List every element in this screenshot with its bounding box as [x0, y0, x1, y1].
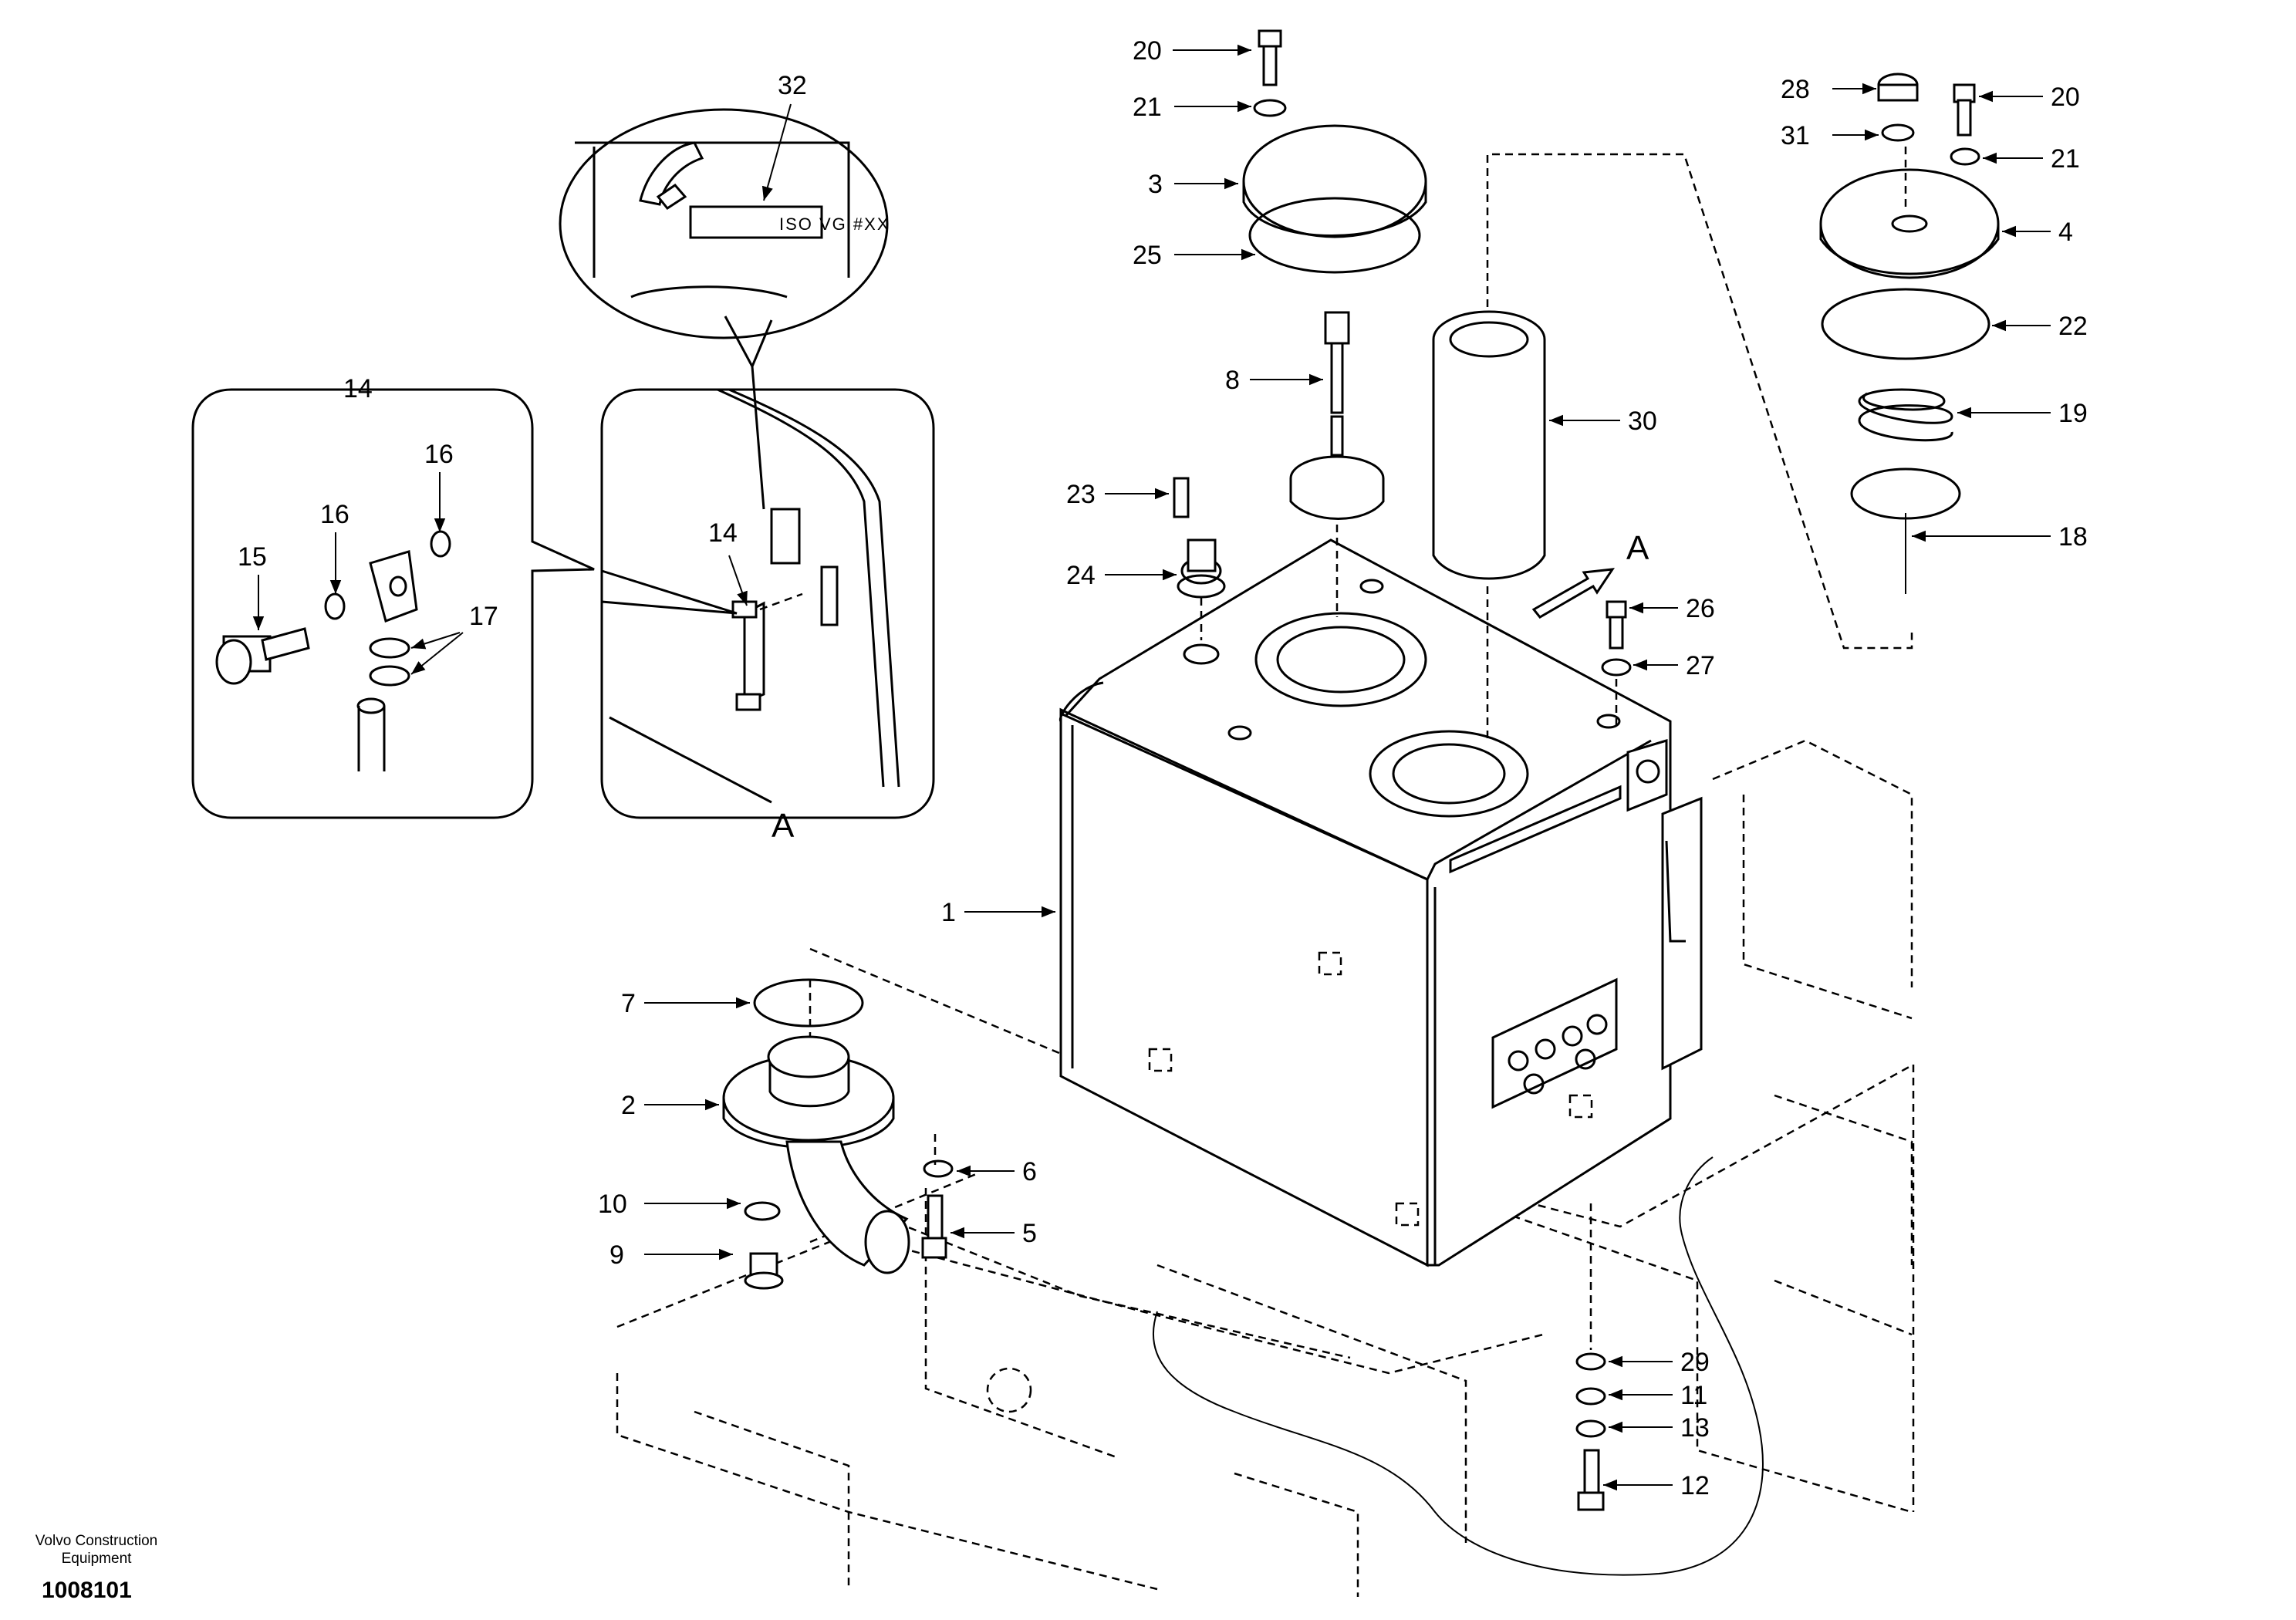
suction-flange-assembly	[722, 978, 954, 1290]
label-part-27: 27	[1686, 651, 1715, 680]
detail-a-box	[600, 388, 935, 819]
part-number-labels: 20 21 3 25 8 30 23 24 26 27 28 31 20 21 …	[238, 36, 2088, 1500]
label-part-10: 10	[598, 1190, 627, 1219]
label-part-22: 22	[2058, 312, 2088, 341]
label-part-8: 8	[1225, 366, 1240, 395]
label-part-23: 23	[1066, 480, 1096, 509]
label-part-26: 26	[1686, 594, 1715, 623]
label-part-25: 25	[1133, 241, 1162, 270]
label-part-2: 2	[621, 1091, 636, 1120]
drawing-number: 1008101	[42, 1578, 132, 1603]
label-part-12: 12	[1680, 1471, 1710, 1500]
hydraulic-tank	[1059, 538, 1703, 1267]
mounting-bolts	[1575, 1203, 1606, 1511]
decal-text: ISO VG #XX	[779, 214, 890, 234]
label-part-15: 15	[238, 542, 267, 572]
view-a-label: A	[772, 807, 795, 845]
view-a-direction-label: A	[1626, 529, 1649, 567]
label-part-5: 5	[1022, 1219, 1037, 1248]
breather-assembly	[1819, 73, 2000, 594]
detail-14-box	[191, 388, 595, 819]
fittings	[1173, 477, 1632, 725]
view-a-arrow	[1531, 568, 1616, 619]
label-part-24: 24	[1066, 561, 1096, 590]
label-part-31: 31	[1781, 121, 1810, 150]
label-part-3: 3	[1148, 170, 1163, 199]
company-line-2: Equipment	[61, 1551, 132, 1567]
label-part-16-b: 16	[424, 440, 454, 469]
leader-lines	[252, 44, 2051, 1491]
label-part-20-right: 20	[2051, 83, 2080, 112]
label-part-6: 6	[1022, 1157, 1037, 1186]
label-part-17: 17	[469, 602, 498, 631]
label-part-14-box: 14	[343, 374, 373, 403]
label-part-1: 1	[941, 898, 956, 927]
label-part-21: 21	[1133, 93, 1162, 122]
label-part-13: 13	[1680, 1413, 1710, 1443]
label-part-20: 20	[1133, 36, 1162, 66]
label-part-32: 32	[778, 71, 807, 100]
label-part-9: 9	[609, 1240, 624, 1270]
label-part-19: 19	[2058, 399, 2088, 428]
label-part-18: 18	[2058, 522, 2088, 552]
label-part-7: 7	[621, 989, 636, 1018]
label-part-14-detail: 14	[708, 518, 738, 548]
company-name: Volvo Construction Equipment	[0, 1532, 193, 1568]
label-part-16-a: 16	[320, 500, 349, 529]
label-part-28: 28	[1781, 75, 1810, 104]
label-part-11: 11	[1680, 1381, 1707, 1410]
label-part-29: 29	[1680, 1348, 1710, 1377]
filter-cover-assembly	[1242, 29, 1913, 741]
label-part-21-right: 21	[2051, 144, 2080, 174]
company-line-1: Volvo Construction	[35, 1533, 158, 1549]
label-part-4: 4	[2058, 218, 2073, 247]
label-part-30: 30	[1628, 407, 1657, 436]
decal-callout	[559, 108, 889, 510]
